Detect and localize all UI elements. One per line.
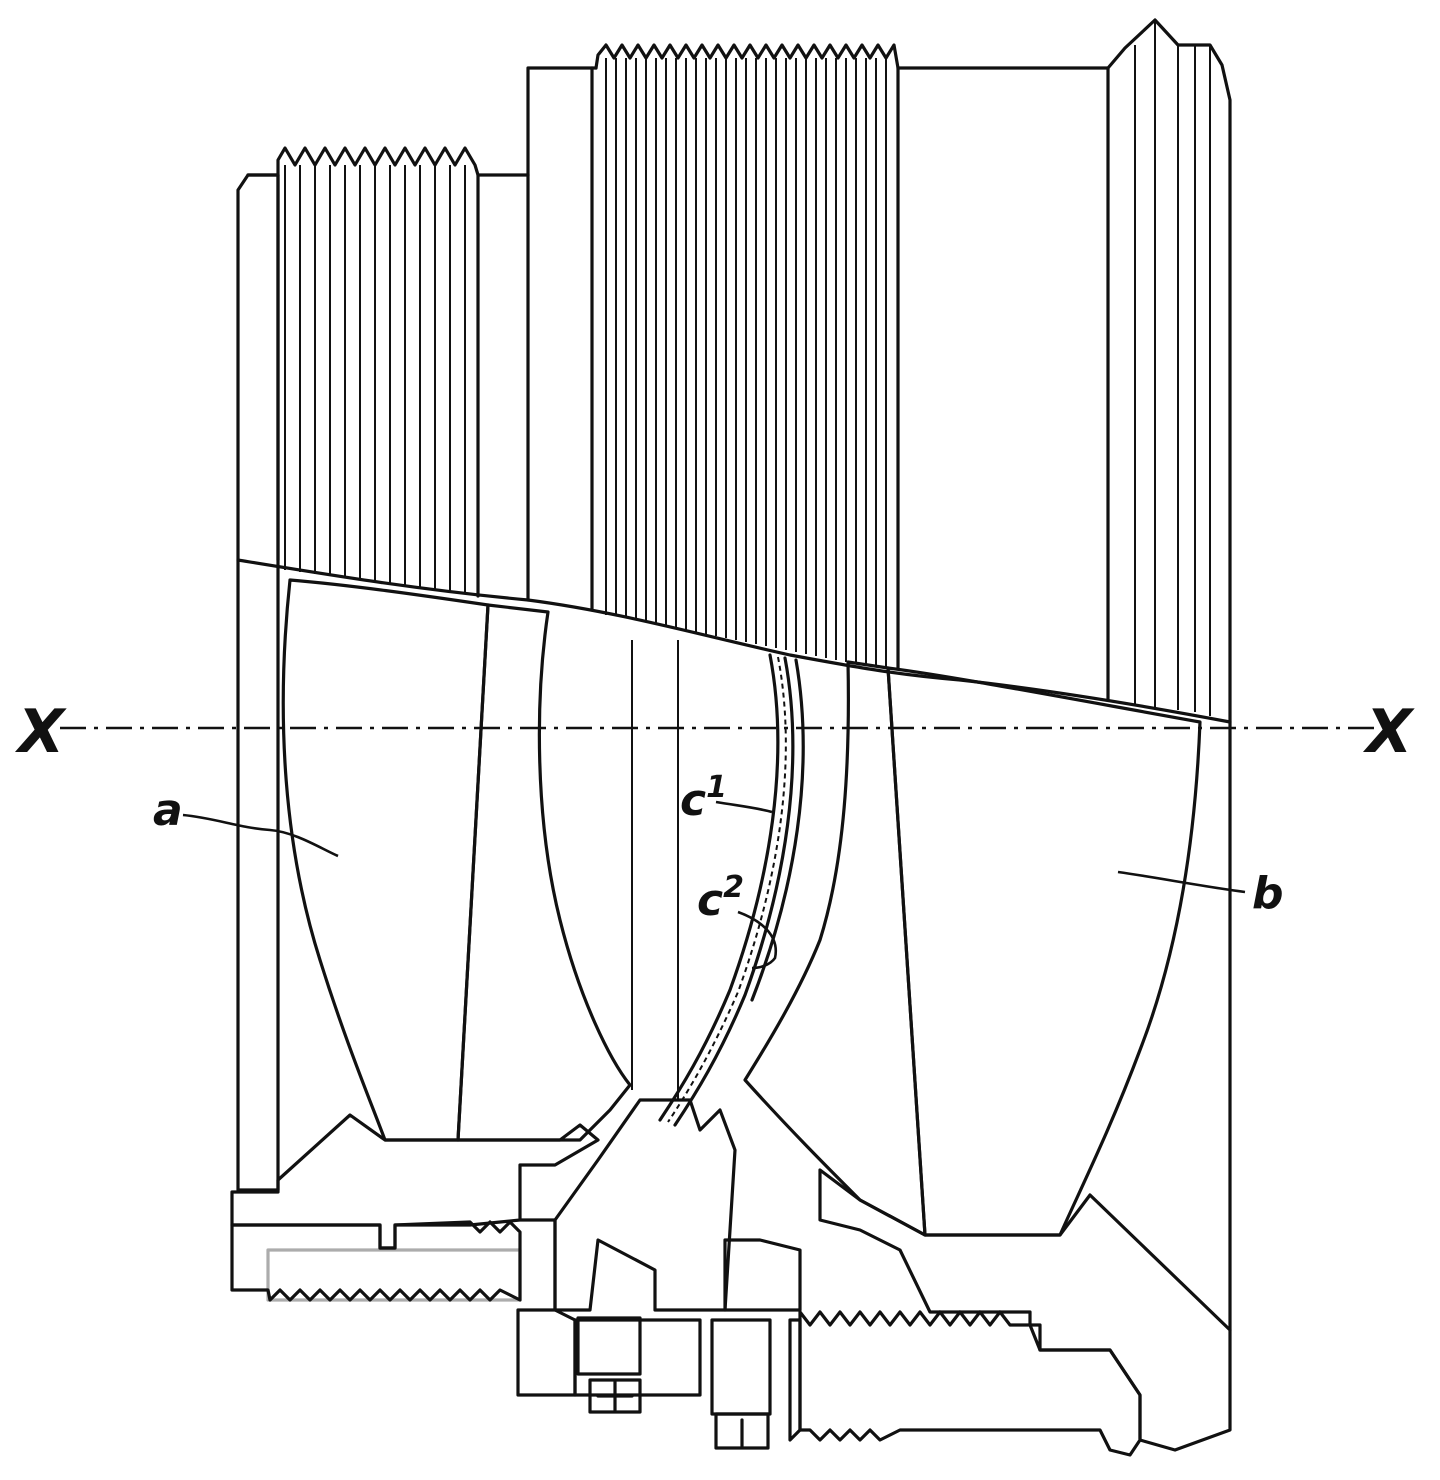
part-label-b: b [1252, 868, 1284, 919]
part-label-c2: c2 [697, 870, 744, 926]
part-label-c1-sup: 1 [706, 770, 727, 805]
leader-b [1117, 870, 1246, 894]
axis-label-left: X [14, 697, 67, 767]
diaphragm-strip [631, 640, 805, 1127]
housing-outline [236, 18, 1232, 1332]
leader-c1 [715, 800, 773, 814]
part-label-a: a [153, 785, 183, 836]
screw-center [710, 1318, 772, 1450]
leader-c2 [737, 910, 778, 970]
leader-a [182, 813, 339, 858]
lens-b [886, 666, 1202, 1237]
screw-left [576, 1316, 642, 1414]
lens-a [281, 578, 490, 1142]
lens-b-inner [743, 660, 927, 1237]
large-knurl [605, 58, 887, 667]
section-break-line [236, 558, 1232, 724]
part-label-c1: c1 [680, 770, 727, 826]
lower-mount [230, 1098, 1232, 1457]
axis-label-right: X [1362, 697, 1415, 767]
lens-a-inner [456, 603, 632, 1142]
small-knurl [284, 165, 480, 598]
part-label-c2-sup: 2 [723, 870, 744, 905]
